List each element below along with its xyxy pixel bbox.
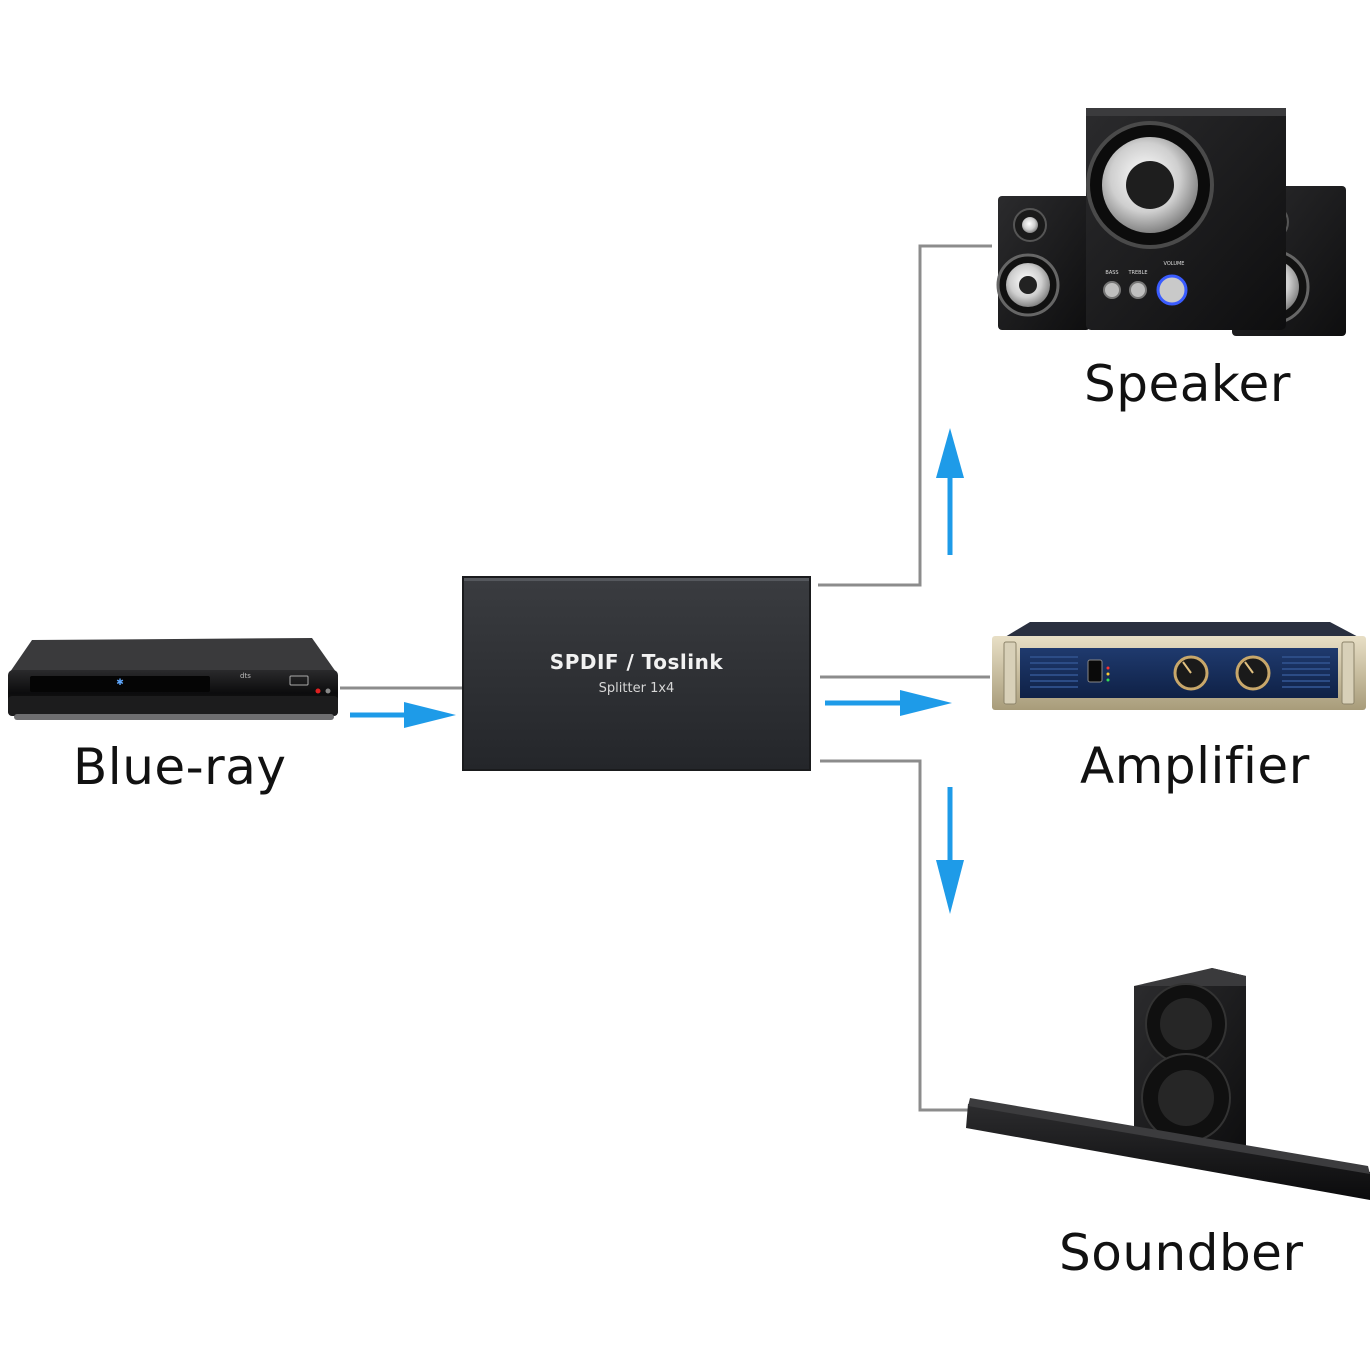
soundbar-image bbox=[966, 968, 1370, 1200]
splitter-box bbox=[462, 576, 811, 771]
soundbar-label: Soundber bbox=[1059, 1224, 1304, 1282]
cable-to-soundbar bbox=[820, 759, 970, 1112]
splitter-subtitle: Splitter 1x4 bbox=[598, 681, 675, 696]
svg-text:dts: dts bbox=[240, 672, 251, 680]
speaker-label: Speaker bbox=[1084, 355, 1291, 413]
arrow-right-source-icon bbox=[350, 702, 456, 728]
knob-label-bass: BASS bbox=[1105, 270, 1118, 276]
arrow-down-soundbar-icon bbox=[936, 787, 964, 914]
blu-ray-player-image: ✱ dts bbox=[8, 638, 338, 720]
amplifier-image bbox=[992, 622, 1366, 710]
splitter-title: SPDIF / Toslink bbox=[549, 650, 724, 674]
flow-arrows bbox=[350, 428, 964, 914]
cable-to-speaker bbox=[818, 244, 992, 587]
svg-text:✱: ✱ bbox=[116, 678, 124, 688]
knob-label-treble: TREBLE bbox=[1127, 270, 1147, 276]
amplifier-label: Amplifier bbox=[1080, 737, 1310, 795]
source-label: Blue-ray bbox=[73, 738, 287, 796]
arrow-right-amplifier-icon bbox=[825, 690, 952, 716]
knob-label-volume: VOLUME bbox=[1164, 261, 1185, 267]
cable-lines bbox=[340, 244, 992, 1112]
speaker-system-image: BASS TREBLE VOLUME bbox=[996, 108, 1346, 336]
arrow-up-speaker-icon bbox=[936, 428, 964, 555]
